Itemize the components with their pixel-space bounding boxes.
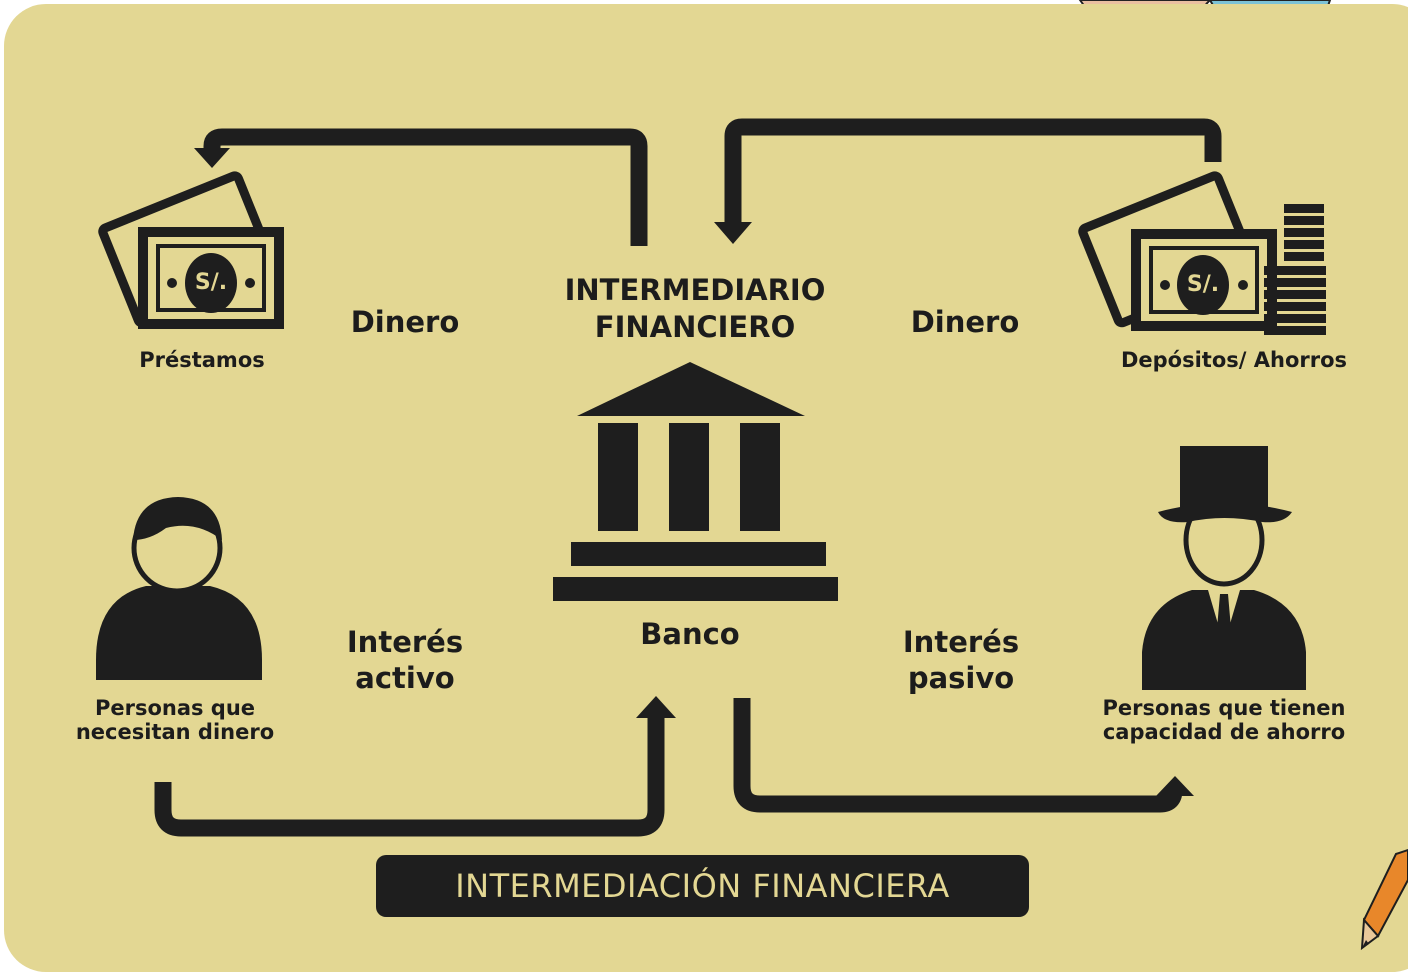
- interes-pasivo-line2: pasivo: [907, 661, 1015, 695]
- depositos-label: Depósitos/ Ahorros: [1120, 348, 1348, 372]
- cash-coins-icon: [1078, 171, 1326, 335]
- interes-activo-line2: activo: [355, 661, 455, 695]
- title-line1: INTERMEDIARIO: [564, 273, 826, 307]
- arrowhead-intermediary: [714, 222, 752, 244]
- borrowers-label-line1: Personas que: [94, 696, 256, 720]
- arrowhead-ahorro: [1156, 776, 1194, 796]
- prestamos-label: Préstamos: [139, 348, 265, 372]
- savers-label-line1: Personas que tienen: [1102, 696, 1346, 720]
- arrow-dinero-to-prestamos: [203, 128, 648, 246]
- rich-person-icon: [1142, 446, 1306, 690]
- arrowhead-prestamos: [194, 148, 230, 168]
- borrowers-label-line2: necesitan dinero: [75, 720, 275, 744]
- arrow-interes-activo: [154, 716, 665, 837]
- pencil-icon: [1360, 848, 1408, 950]
- diagram-title-banner: INTERMEDIACIÓN FINANCIERA: [376, 855, 1029, 917]
- cash-icon: [98, 171, 284, 329]
- currency-symbol-left: S/.: [194, 270, 228, 295]
- person-icon: [96, 497, 262, 680]
- bank-label: Banco: [640, 617, 740, 651]
- currency-symbol-right: S/.: [1186, 272, 1220, 297]
- right-money-flow-label: Dinero: [910, 305, 1020, 339]
- bank-icon: [553, 362, 838, 601]
- title-line2: FINANCIERO: [594, 310, 796, 344]
- interes-activo-line1: Interés: [346, 625, 464, 659]
- arrow-dinero-from-depositos: [724, 118, 1222, 222]
- arrow-interes-pasivo: [733, 698, 1183, 813]
- interes-pasivo-line1: Interés: [902, 625, 1020, 659]
- arrowhead-banco: [636, 696, 676, 718]
- savers-label-line2: capacidad de ahorro: [1102, 720, 1346, 744]
- left-money-flow-label: Dinero: [350, 305, 460, 339]
